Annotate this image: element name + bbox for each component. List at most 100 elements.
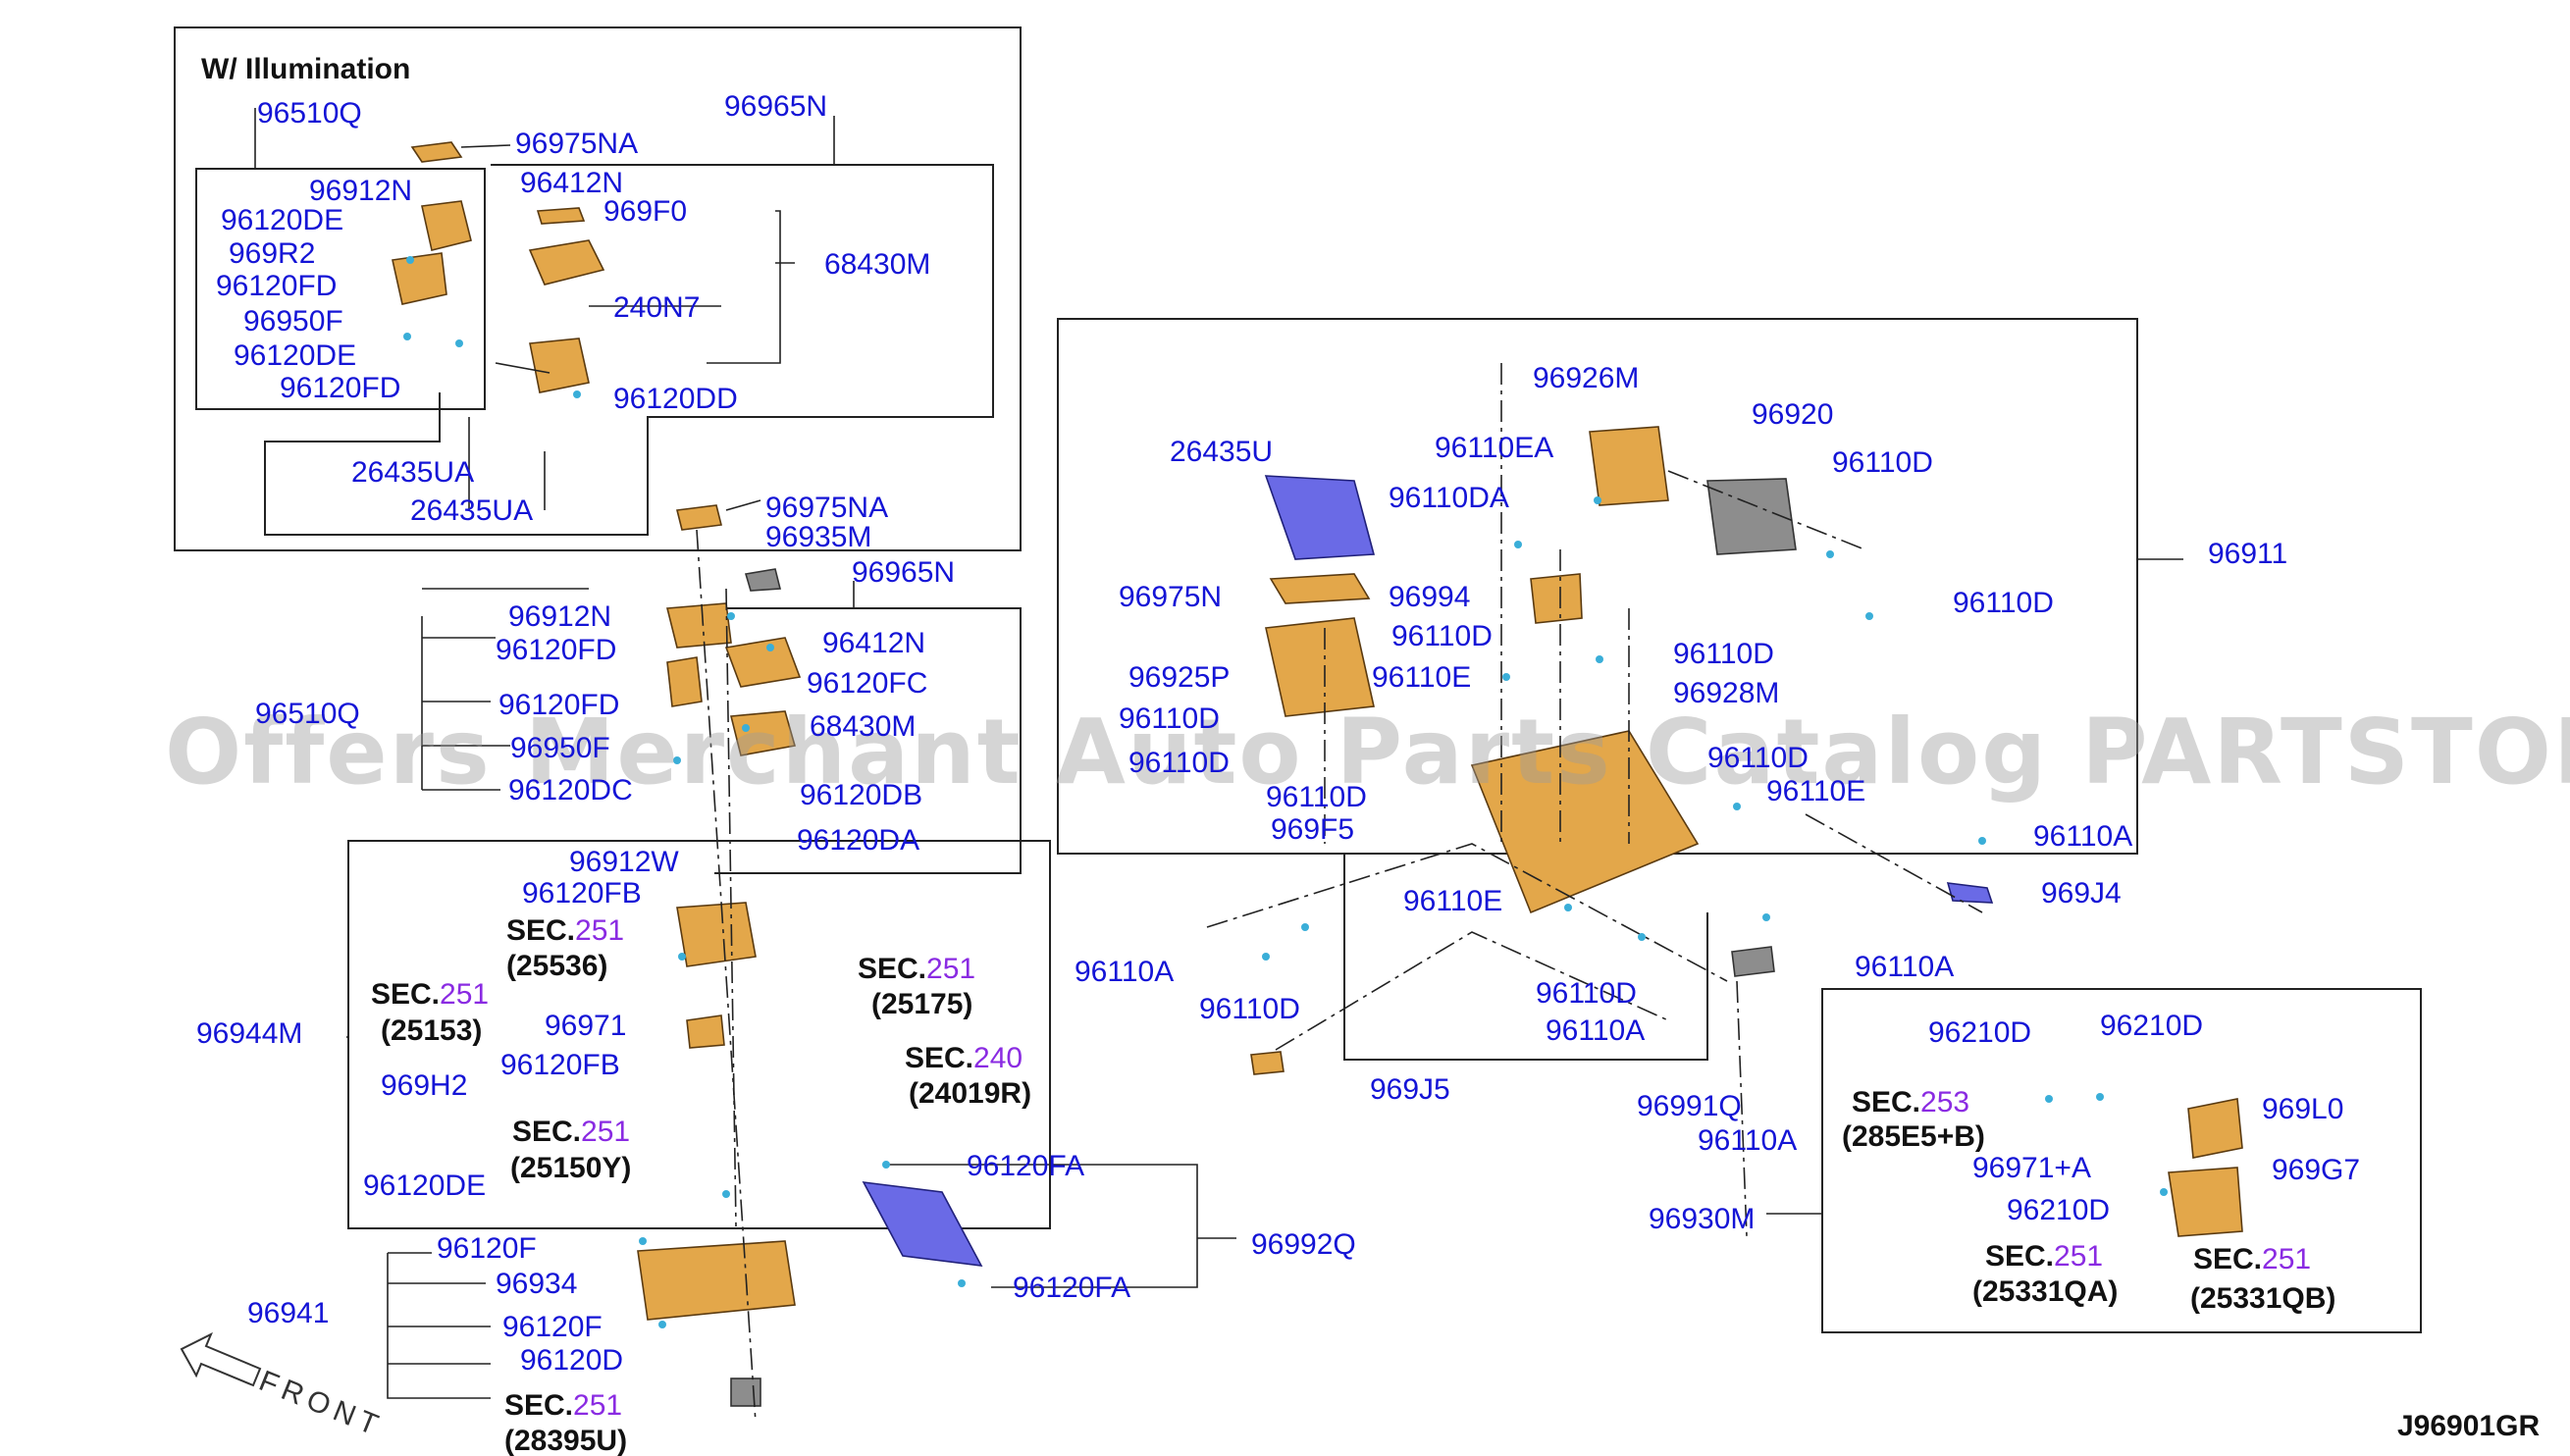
part-label[interactable]: 96110E [1372,661,1471,694]
part-label[interactable]: 96110D [1119,702,1220,735]
part-label[interactable]: 96120DE [221,204,343,236]
sec-ref-25331qa[interactable]: SEC.251 (25331QA) [1972,1240,2118,1308]
part-label[interactable]: 96110D [1832,446,1933,479]
part-label[interactable]: 26435UA [410,494,533,527]
part-969l0 [2187,1098,2243,1159]
part-label[interactable]: 96944M [196,1017,302,1050]
part-label[interactable]: 96110E [1766,775,1865,807]
part-label[interactable]: 96975NA [765,492,888,524]
part-label[interactable]: 96110E [1403,885,1502,917]
part-label[interactable]: 96965N [852,556,955,589]
part-label[interactable]: 96120DD [613,383,738,415]
part-label[interactable]: 969F0 [603,195,687,228]
part-label[interactable]: 96110A [1855,951,1954,983]
part-label[interactable]: 96210D [2100,1010,2203,1042]
sec-ref-25150y[interactable]: SEC.251 (25150Y) [510,1116,631,1184]
part-label[interactable]: 96935M [765,521,871,553]
part-label[interactable]: 68430M [810,710,916,743]
part-label[interactable]: 96120D [520,1344,623,1377]
part-label[interactable]: 96950F [510,732,610,764]
part-label[interactable]: 96965N [724,90,827,123]
part-label[interactable]: 96110D [1673,638,1774,670]
part-label[interactable]: 68430M [824,248,930,281]
part-label[interactable]: 96971 [545,1010,626,1042]
part-label[interactable]: 96120DE [234,339,356,372]
sec-ref-25175[interactable]: SEC.251 (25175) [858,953,975,1020]
part-label[interactable]: 969R2 [229,237,315,270]
part-label[interactable]: 96950F [243,305,343,338]
part-label[interactable]: 96925P [1128,661,1230,694]
part-label[interactable]: 96110D [1536,977,1637,1010]
part-label[interactable]: 96930M [1649,1203,1755,1235]
part-label[interactable]: 96120FD [216,270,337,302]
part-label[interactable]: 96120F [502,1311,603,1343]
part-label[interactable]: 96110D [1199,993,1300,1025]
sec-ref-25536[interactable]: SEC.251 (25536) [506,914,624,982]
part-label[interactable]: 96110D [1266,781,1367,813]
part-label[interactable]: 96971+A [1972,1152,2091,1184]
part-label[interactable]: 96120DE [363,1170,486,1202]
part-label[interactable]: 96120FD [496,634,616,666]
part-label[interactable]: 96992Q [1251,1228,1356,1261]
part-label[interactable]: 96510Q [257,97,362,130]
sec-ref-285e5b[interactable]: SEC.253 (285E5+B) [1842,1086,1985,1153]
part-label[interactable]: 26435UA [351,456,474,489]
part-label[interactable]: 96210D [2007,1194,2110,1226]
sec-ref-28395u[interactable]: SEC.251 (28395U) [504,1389,627,1456]
part-label[interactable]: 96110D [1391,620,1493,652]
part-label[interactable]: 96120DA [797,824,919,857]
part-label[interactable]: 96912N [309,175,412,207]
part-label[interactable]: 96120FC [807,667,927,700]
part-label[interactable]: 96210D [1928,1016,2031,1049]
part-label[interactable]: 96120FA [967,1150,1084,1182]
part-label[interactable]: 96991Q [1637,1090,1742,1122]
part-label[interactable]: 96120FB [522,877,642,910]
sec-ref-24019r[interactable]: SEC.240 (24019R) [905,1042,1031,1110]
part-label[interactable]: 96120F [437,1232,537,1265]
part-label[interactable]: 96975N [1119,581,1222,613]
part-label[interactable]: 96110A [1075,956,1174,988]
part-label[interactable]: 96110D [1953,587,2054,619]
part-label[interactable]: 26435U [1170,436,1273,468]
part-label[interactable]: 96412N [822,627,925,659]
part-label[interactable]: 96941 [247,1297,329,1329]
part-label[interactable]: 96920 [1752,398,1833,431]
part-96920 [1706,478,1797,555]
part-label[interactable]: 96120DC [508,774,633,806]
part-label[interactable]: 96934 [496,1268,577,1300]
part-label[interactable]: 96120FD [498,689,619,721]
part-label[interactable]: 96911 [2208,538,2287,570]
part-label[interactable]: 96912W [569,846,679,878]
part-label[interactable]: 969G7 [2272,1154,2360,1186]
part-label[interactable]: 96926M [1533,362,1639,394]
part-label[interactable]: 96975NA [515,128,638,160]
part-label[interactable]: 969F5 [1271,813,1354,846]
part-label[interactable]: 240N7 [613,291,700,324]
part-label[interactable]: 969J5 [1370,1073,1450,1106]
part-label[interactable]: 96120FB [500,1049,620,1081]
part-label[interactable]: 96912N [508,600,611,633]
part-label[interactable]: 96994 [1389,581,1470,613]
sec-ref-25331qb[interactable]: SEC.251 (25331QB) [2190,1243,2335,1315]
part-label[interactable]: 969J4 [2041,877,2122,910]
svg-text:SEC.251: SEC.251 [371,978,489,1011]
part-label[interactable]: 96120FA [1013,1272,1130,1304]
part-label[interactable]: 96110D [1707,742,1809,774]
part-label[interactable]: 96110A [2033,820,2132,853]
part-label[interactable]: 96928M [1673,677,1779,709]
part-label[interactable]: 96120DB [800,779,922,811]
sec-ref-25153[interactable]: SEC.251 (25153) [371,978,489,1047]
part-label[interactable]: 96110DA [1389,482,1509,514]
part-label[interactable]: 96510Q [255,698,360,730]
part-96975n [1269,573,1371,604]
part-label[interactable]: 969H2 [381,1069,467,1102]
part-label[interactable]: 96110EA [1435,432,1553,464]
part-label[interactable]: 96412N [520,167,623,199]
part-label[interactable]: 969L0 [2262,1093,2343,1125]
part-label[interactable]: 96120FD [280,372,400,404]
part-label[interactable]: 96110A [1546,1014,1645,1047]
part-label[interactable]: 96110D [1128,747,1230,779]
svg-text:(24019R): (24019R) [909,1077,1031,1110]
inner-box-96965n [264,164,994,536]
part-label[interactable]: 96110A [1698,1124,1797,1157]
